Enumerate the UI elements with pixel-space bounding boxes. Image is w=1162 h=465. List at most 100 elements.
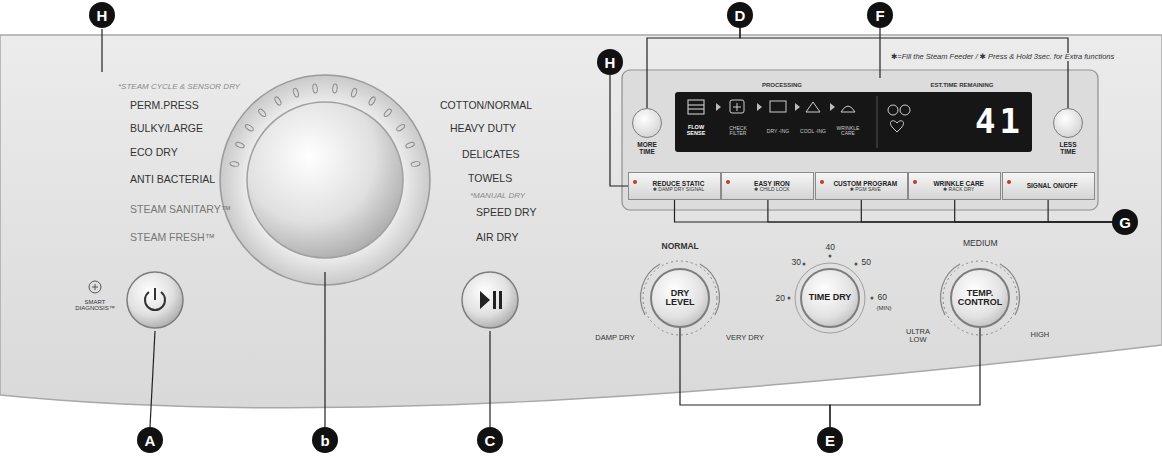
panel-label: VERY DRY	[725, 334, 765, 342]
knob-scale	[643, 261, 717, 335]
node-text: WRINKLE CARE	[933, 180, 984, 187]
leader-line	[610, 75, 628, 186]
dial-tick	[292, 88, 299, 98]
callout-letter-text: D	[735, 7, 746, 24]
control-knob: DRY LEVEL	[650, 268, 710, 328]
leader-line	[101, 29, 102, 72]
cycle-dial	[220, 75, 430, 285]
leader-line	[955, 200, 1112, 222]
panel-label: BULKY/LARGE	[130, 123, 203, 135]
callout-letter: C	[477, 427, 503, 453]
node-text: ✱ CHILD LOCK	[754, 187, 790, 193]
node-text: COOL -ING	[798, 129, 828, 134]
display-screen	[877, 96, 878, 148]
panel-label: STEAM FRESH™	[130, 232, 215, 244]
display-screen	[841, 106, 855, 112]
node-text: SIGNAL ON/OFF	[1027, 182, 1078, 189]
power-button	[127, 272, 183, 328]
display-screen	[688, 109, 704, 110]
panel-label: 50	[862, 258, 871, 267]
display-screen	[688, 100, 704, 114]
option-button: SIGNAL ON/OFF	[1002, 172, 1095, 200]
node-text: DRY -ING	[763, 129, 793, 134]
dial-tick	[383, 108, 392, 118]
knob-scale	[795, 263, 865, 333]
dial-tick	[230, 161, 240, 167]
start-pause-button	[499, 291, 502, 309]
callout-letter-text: H	[97, 7, 108, 24]
start-pause-button	[462, 272, 518, 328]
display-screen	[757, 103, 762, 111]
callout-letter-text: A	[145, 432, 156, 449]
power-button	[154, 288, 156, 300]
display-screen	[688, 105, 704, 106]
panel-label: MEDIUM	[963, 239, 997, 248]
leader-line	[768, 200, 1112, 222]
dial-tick	[244, 123, 254, 132]
callout-letter-text: G	[1119, 214, 1131, 231]
node-text: LESS TIME	[1051, 141, 1085, 155]
start-pause-button	[480, 291, 490, 309]
node-text: FLOW SENSE	[681, 125, 711, 137]
panel-label: TOWELS	[468, 173, 512, 185]
scale-dot	[855, 263, 858, 266]
leader-line	[102, 29, 490, 427]
node-text: TEMP. CONTROL	[958, 289, 1003, 308]
callout-letter-text: C	[485, 432, 496, 449]
leader-line	[680, 328, 830, 427]
callout-letter: H	[89, 2, 115, 28]
power-button	[89, 281, 101, 293]
dial-tick	[332, 84, 337, 93]
display-screen	[675, 92, 1032, 152]
panel-label: STEAM SANITARY™	[130, 204, 231, 216]
display-screen	[890, 121, 903, 132]
display-screen	[733, 103, 741, 111]
node-text: TIME DRY	[809, 293, 852, 302]
display-screen	[806, 102, 820, 112]
panel-label: PERM.PRESS	[130, 100, 199, 112]
display-screen	[770, 101, 786, 112]
panel-label: *MANUAL DRY	[470, 192, 525, 201]
dial-tick	[396, 123, 406, 132]
panel-label: DAMP DRY	[595, 334, 635, 342]
node-text: CUSTOM PROGRAM	[833, 180, 897, 187]
dial-tick	[351, 88, 358, 98]
node-text: EST.TIME REMAINING	[931, 82, 994, 88]
display-screen	[675, 92, 1032, 152]
node-text: MORE TIME	[630, 141, 664, 155]
dial-tick	[312, 84, 317, 93]
node-text: 41	[975, 104, 1024, 140]
leader-line	[879, 28, 880, 78]
knob-scale	[641, 261, 1020, 335]
panel-label: ANTI BACTERIAL	[130, 174, 215, 186]
leader-line	[740, 28, 1068, 108]
display-screen	[730, 100, 744, 113]
control-knob: TIME DRY	[800, 268, 860, 328]
node-text: ✱ PGM SAVE	[850, 187, 881, 193]
panel-label: *STEAM CYCLE & SENSOR DRY	[118, 83, 240, 92]
node-text: WRINKLE CARE	[832, 126, 864, 137]
node-text: REDUCE STATIC	[653, 180, 705, 187]
display-screen	[716, 103, 721, 111]
option-button: CUSTOM PROGRAM✱ PGM SAVE	[815, 172, 908, 200]
callout-letter: b	[312, 427, 338, 453]
display-window: PROCESSINGFLOW SENSECHECK FILTERDRY -ING…	[672, 78, 1035, 155]
cycle-dial	[220, 75, 430, 285]
leader-line	[675, 200, 1113, 222]
panel-label: (MIN)	[877, 305, 892, 312]
panel-label: 20	[776, 294, 785, 303]
node-text: CHECK FILTER	[722, 126, 754, 137]
panel-label: ✱=Fill the Steam Feeder / ✱ Press & Hold…	[890, 53, 1115, 61]
panel-label: AIR DRY	[476, 232, 518, 244]
control-knob: TEMP. CONTROL	[950, 268, 1010, 328]
panel-label: ULTRA LOW	[898, 328, 938, 345]
power-button	[92, 284, 98, 290]
option-button: REDUCE STATIC✱ DAMP DRY SIGNAL	[628, 172, 721, 200]
callout-letter: D	[727, 2, 753, 28]
knob-scale	[943, 261, 1017, 335]
callout-letter: H	[597, 49, 623, 75]
panel-housing	[0, 35, 1162, 408]
panel-label: SMART DIAGNOSIS™	[73, 299, 117, 312]
time-button: MORE TIME	[630, 108, 664, 160]
leader-line	[1048, 200, 1112, 222]
